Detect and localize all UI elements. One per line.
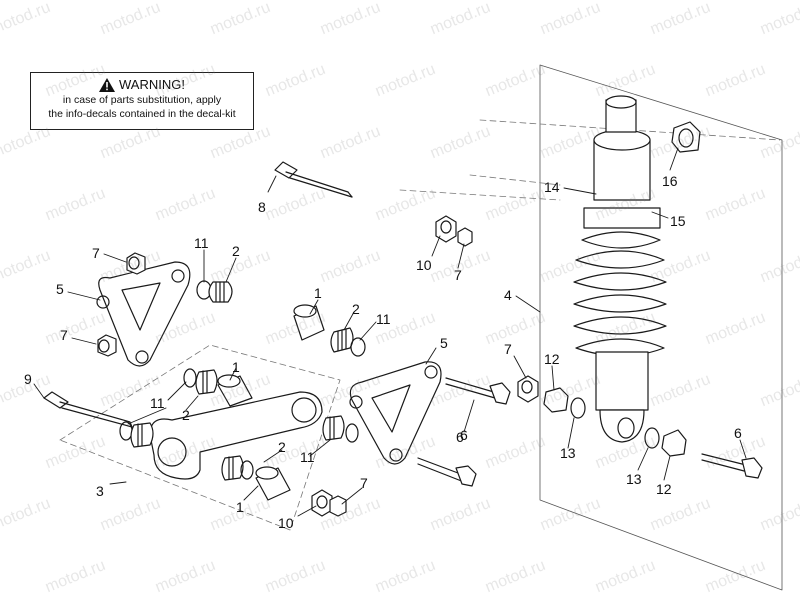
callout-7-b: 7 [60, 327, 68, 343]
callout-10-a: 10 [278, 515, 294, 531]
callout-7-c: 7 [360, 475, 368, 491]
ring-11-f [345, 423, 359, 443]
callout-7-d: 7 [454, 267, 462, 283]
callout-11-a: 11 [194, 235, 209, 251]
bolt-6-b [417, 457, 477, 487]
plate-5-left [96, 261, 191, 367]
ring-11-c [183, 368, 197, 388]
sleeve-1-c [255, 466, 291, 501]
nut-7-b [97, 334, 117, 357]
callout-5-a: 5 [56, 281, 64, 297]
callout-labels: 8 7 11 2 5 7 9 1 11 2 3 1 2 11 1 2 11 10… [24, 173, 742, 531]
ring-13-a [570, 397, 586, 419]
callout-5-b: 5 [440, 335, 448, 351]
nut-10-a [435, 215, 457, 243]
warning-heading: WARNING! [31, 77, 253, 93]
bolt-9 [43, 391, 133, 428]
warning-triangle-icon [99, 78, 116, 92]
callout-11-d: 11 [300, 449, 315, 465]
callout-9: 9 [24, 371, 32, 387]
bushing-12-b [661, 429, 687, 457]
shock-absorber-4 [573, 95, 667, 443]
callout-10-b: 10 [416, 257, 432, 273]
callout-15: 15 [670, 213, 686, 229]
callout-2-b: 2 [182, 407, 190, 423]
callout-2-a: 2 [232, 243, 240, 259]
leader-lines [33, 147, 747, 517]
bearing-2-e [221, 455, 244, 481]
bearing-2-a [208, 281, 233, 303]
callout-12-b: 12 [656, 481, 672, 497]
sleeve-1-b [217, 374, 253, 407]
callout-8: 8 [258, 199, 266, 215]
bushing-16 [671, 121, 701, 153]
bearing-2-c [195, 369, 218, 395]
plate-5-right [349, 361, 442, 465]
bearing-2-f [322, 415, 345, 441]
nut-10-b [311, 489, 333, 517]
linkage-3 [149, 391, 323, 480]
warning-title: WARNING! [119, 77, 185, 92]
callout-11-b: 11 [150, 395, 165, 411]
bolt-6-a [445, 377, 511, 405]
callout-16: 16 [662, 173, 678, 189]
callout-1-a: 1 [314, 285, 322, 301]
callout-6-a: 6 [460, 427, 468, 443]
ring-11-b [350, 337, 366, 357]
callout-13-a: 13 [560, 445, 576, 461]
callout-1-b: 1 [232, 359, 240, 375]
callout-2-d: 2 [278, 439, 286, 455]
callout-6-c: 6 [456, 429, 464, 445]
bushing-12-a [543, 387, 569, 413]
bolt-8 [274, 161, 353, 198]
callout-2-c: 2 [352, 301, 360, 317]
warning-text-line-1: in case of parts substitution, apply [62, 94, 222, 106]
callout-7-a: 7 [92, 245, 100, 261]
linkage-plane [59, 344, 341, 531]
callout-13-b: 13 [626, 471, 642, 487]
callout-12-a: 12 [544, 351, 560, 367]
nut-7-a [126, 252, 146, 275]
bearing-2-d [130, 422, 154, 448]
bearing-2-b [330, 327, 354, 353]
callout-14: 14 [544, 179, 560, 195]
callout-1-c: 1 [236, 499, 244, 515]
ring-13-b [644, 427, 660, 449]
nut-7-e [517, 375, 539, 403]
bolt-6-c [701, 453, 763, 479]
callout-6-b: 6 [734, 425, 742, 441]
ring-11-d [119, 421, 133, 441]
callout-7-e: 7 [504, 341, 512, 357]
nut-7-c [457, 227, 473, 247]
warning-notice: WARNING! in case of parts substitution, … [30, 72, 254, 130]
ring-11-e [240, 460, 254, 480]
sleeve-1-a [293, 304, 325, 341]
callout-4: 4 [504, 287, 512, 303]
warning-text-line-2: the info-decals contained in the decal-k… [48, 108, 236, 120]
callout-11-c: 11 [376, 311, 391, 327]
callout-3: 3 [96, 483, 104, 499]
nut-7-d [329, 495, 347, 517]
